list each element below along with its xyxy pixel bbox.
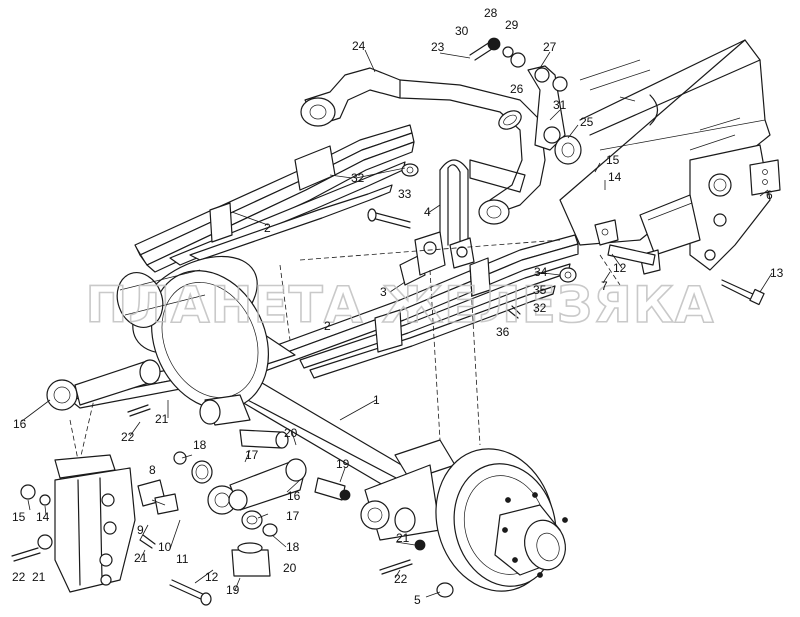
callout-label: 25 <box>580 115 594 129</box>
callout-labels: 28 29 30 24 23 27 26 31 25 15 14 6 32 33… <box>12 6 784 607</box>
pin-19-lower <box>231 542 271 577</box>
u-bolt <box>439 159 469 251</box>
callout-label: 36 <box>496 325 510 339</box>
frame-rail <box>559 39 771 246</box>
callout-label: 3 <box>380 285 387 299</box>
nut-5 <box>379 539 454 598</box>
callout-label: 24 <box>352 39 366 53</box>
shackle-plate-upper <box>594 219 661 275</box>
leader-lines <box>21 49 773 598</box>
callout-label: 29 <box>505 18 519 32</box>
pin-19-upper <box>239 429 289 449</box>
callout-label: 21 <box>134 551 148 565</box>
callout-label: 1 <box>373 393 380 407</box>
callout-label: 26 <box>510 82 524 96</box>
frame-bracket-rear <box>639 144 781 271</box>
callout-label: 16 <box>13 417 27 431</box>
callout-label: 21 <box>155 412 169 426</box>
callout-label: 2 <box>264 221 271 235</box>
callout-label: 28 <box>484 6 498 20</box>
brake-drum-left <box>116 255 270 410</box>
callout-label: 15 <box>606 153 620 167</box>
callout-label: 8 <box>149 463 156 477</box>
callout-label: 12 <box>205 570 219 584</box>
shackle-16-right <box>228 458 307 511</box>
bolt-12-lower <box>169 579 212 606</box>
callout-label: 32 <box>351 171 365 185</box>
callout-label: 22 <box>12 570 26 584</box>
callout-label: 20 <box>283 561 297 575</box>
callout-label: 17 <box>286 509 300 523</box>
callout-label: 14 <box>36 510 50 524</box>
callout-label: 33 <box>398 187 412 201</box>
callout-label: 22 <box>394 572 408 586</box>
callout-label: 9 <box>137 523 144 537</box>
callout-label: 14 <box>608 170 622 184</box>
front-bracket-left <box>54 454 136 593</box>
callout-label: 5 <box>414 593 421 607</box>
callout-label: 7 <box>601 279 608 293</box>
callout-label: 13 <box>770 266 784 280</box>
callout-label: 18 <box>286 540 300 554</box>
pin-22-left <box>127 404 151 417</box>
callout-label: 22 <box>121 430 135 444</box>
callout-label: 2 <box>324 319 331 333</box>
stabilizer-bar <box>300 67 546 225</box>
callout-label: 10 <box>158 540 172 554</box>
callout-label: 18 <box>193 438 207 452</box>
leaf-spring-upper <box>134 124 415 273</box>
watermark-text: ПЛАНЕТА ЖЕЛЕЗЯКА <box>86 276 715 334</box>
bolt-33 <box>367 163 419 229</box>
callout-label: 35 <box>533 283 547 297</box>
callout-label: 15 <box>12 510 26 524</box>
callout-label: 34 <box>534 265 548 279</box>
spring-clamp <box>399 231 475 286</box>
pin-19-mid <box>314 477 351 501</box>
callout-label: 4 <box>424 205 431 219</box>
bolt-13 <box>721 279 765 306</box>
stabilizer-link <box>469 37 582 165</box>
callout-label: 20 <box>284 426 298 440</box>
wheel-hub-right <box>360 448 568 592</box>
callout-label: 17 <box>245 448 259 462</box>
callout-label: 23 <box>431 40 445 54</box>
callout-label: 21 <box>32 570 46 584</box>
callout-label: 30 <box>455 24 469 38</box>
shackle-plate-8 <box>137 479 179 549</box>
callout-label: 32 <box>533 301 547 315</box>
nuts-left <box>11 484 53 562</box>
callout-label: 21 <box>396 531 410 545</box>
callout-label: 31 <box>553 98 567 112</box>
callout-label: 27 <box>543 40 557 54</box>
callout-label: 11 <box>176 552 189 566</box>
callout-label: 19 <box>226 583 240 597</box>
callout-label: 12 <box>613 261 627 275</box>
bushings <box>173 394 278 537</box>
callout-label: 19 <box>336 457 350 471</box>
callout-label: 16 <box>287 489 301 503</box>
callout-label: 6 <box>766 188 773 202</box>
shackle-eye-left <box>46 359 161 411</box>
